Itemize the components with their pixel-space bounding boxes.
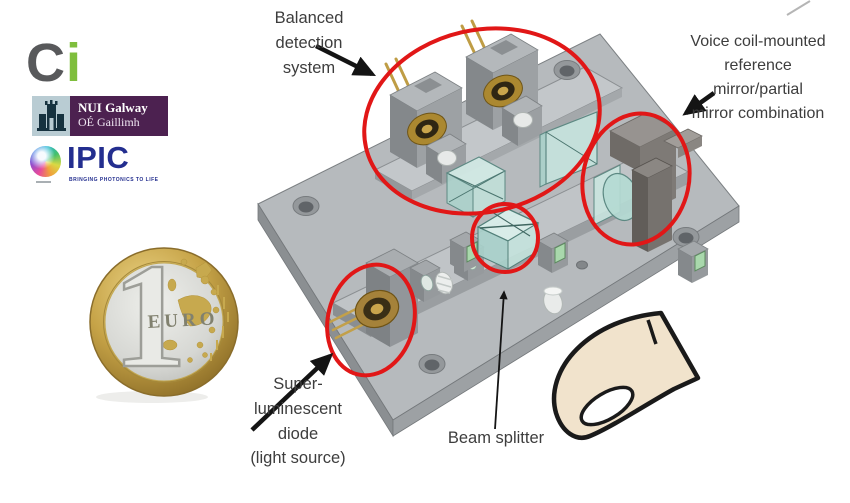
pointer-line-beam-splitter	[494, 290, 508, 430]
coin-europe-map	[162, 258, 220, 363]
highlight-ellipse-balanced-detection	[362, 26, 602, 216]
ipic-dash	[36, 181, 51, 183]
ipic-wordmark: IPIC	[67, 140, 130, 175]
nui-building-icon	[37, 100, 66, 131]
detector-lens-mount-right	[501, 95, 543, 146]
nui-galway-wordmark: NUI Galway OÉ Gaillimh	[70, 96, 168, 136]
mounting-holes	[292, 60, 700, 374]
relay-lens-cylinder	[543, 286, 563, 315]
euro-coin-image: 1 EURO	[89, 232, 239, 403]
ipic-logo: IPIC BRINGING PHOTONICS TO LIFE	[30, 140, 180, 194]
highlight-ellipse-beam-splitter	[470, 202, 540, 274]
nui-galway-name-en: NUI Galway	[78, 100, 148, 115]
label-sld: Super- luminescent diode (light source)	[250, 375, 346, 468]
highlight-ellipse-sld	[325, 262, 417, 378]
coin-numeral: 1	[112, 233, 187, 399]
highlight-ellipse-voice-coil	[580, 111, 692, 247]
lens-spring	[435, 271, 453, 295]
ipic-tagline: BRINGING PHOTONICS TO LIFE	[69, 177, 159, 183]
arrow-balanced-detection	[314, 43, 377, 77]
ci-logo-c: C	[26, 33, 65, 93]
beam-prism-left	[445, 156, 507, 218]
ipic-sphere-icon	[30, 146, 61, 177]
arrow-sld	[250, 352, 334, 432]
fingertip-illustration	[551, 310, 701, 440]
corner-decoration-line	[786, 0, 811, 16]
label-beam-splitter: Beam splitter	[447, 429, 545, 447]
beam-splitter-cube	[476, 208, 540, 270]
coin-bars	[210, 285, 229, 361]
ci-logo-i: i	[66, 33, 82, 93]
nui-galway-logo: NUI Galway OÉ Gaillimh	[32, 96, 168, 136]
collimator-mount	[409, 259, 441, 302]
output-lens-mount	[677, 240, 709, 283]
voice-coil-assembly	[593, 112, 703, 252]
nui-galway-crest	[32, 96, 70, 136]
fingernail	[579, 385, 635, 427]
coin-currency-text: EURO	[147, 308, 219, 333]
label-voice-coil: Voice coil-mounted reference mirror/part…	[690, 33, 826, 122]
label-balanced-detection: Balanced detection system	[274, 9, 344, 77]
balanced-detector-left	[384, 57, 463, 168]
beam-splitter-flank-right	[537, 232, 569, 273]
ci-logo: C i	[26, 33, 96, 93]
arrow-voice-coil	[682, 91, 716, 116]
nui-galway-name-ga: OÉ Gaillimh	[78, 115, 140, 129]
